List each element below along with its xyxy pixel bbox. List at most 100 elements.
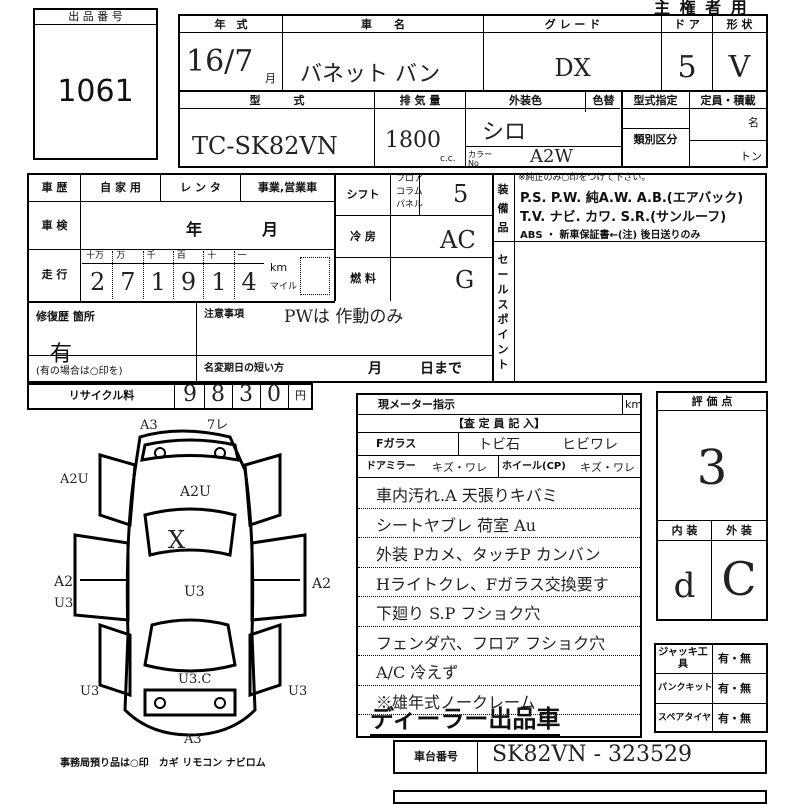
year-label: 年 式 (214, 18, 248, 31)
inspector-note: フェンダ穴、フロア フショク穴 (376, 633, 606, 653)
mileage-digit: 4 (241, 268, 257, 296)
capacity-ton-unit: トン (740, 150, 762, 163)
mile-box (300, 257, 330, 295)
form-label: 形 状 (726, 18, 753, 31)
mark-front-a3: A3 (140, 418, 158, 433)
inspection-label: 車 検 (41, 219, 68, 232)
color-label: 外装色 (509, 94, 542, 107)
mileage-digit: 7 (120, 268, 136, 296)
repair-label: 修復歴 箇所 (36, 310, 95, 323)
mark-left-a2u: A2U (60, 472, 89, 487)
interior-grade: d (673, 566, 696, 606)
lot-number-value: 1061 (57, 74, 134, 109)
mark-left-a2: A2 (54, 574, 74, 590)
shift-floor: フロア (396, 174, 424, 184)
inspector-note: A/C 冷えず (376, 663, 459, 682)
model-label: 型 式 (249, 94, 305, 107)
mark-rear-a3: A3 (184, 732, 202, 747)
bottom-box (393, 790, 767, 804)
lot-number-box (33, 8, 158, 160)
history-label: 車 歴 (41, 181, 68, 194)
door-label: ド ア (674, 18, 700, 31)
recycle-digit: 8 (211, 382, 225, 407)
mileage-digit: 2 (90, 268, 106, 296)
header-right-title: 主 権 者 用 (654, 0, 749, 17)
jack-label: ジャッキ工具 (658, 647, 708, 670)
recycle-unit: 円 (295, 389, 306, 402)
mirror-value: キズ・ワレ (432, 461, 487, 474)
status-box (27, 173, 767, 383)
shift-column: コラム (396, 187, 423, 197)
recycle-digit: 0 (267, 382, 281, 407)
color-no-label: カラー No (468, 150, 492, 168)
grade-label: グ レ ー ド (544, 18, 601, 31)
vehicle-name-value: バネット バン (300, 62, 441, 87)
form-value: V (728, 50, 751, 85)
chassis-box (393, 740, 767, 774)
grade-value: DX (554, 54, 591, 82)
puncture-opt: 有・無 (718, 682, 751, 695)
capacity-person-unit: 名 (748, 116, 759, 129)
wheel-value: キズ・ワレ (580, 461, 635, 474)
mile-label: マイル (270, 282, 298, 292)
shift-label: シフト (346, 188, 380, 201)
km-label: km (270, 261, 288, 274)
mark-rear-u3c: U3.C (178, 672, 212, 687)
year-unit: 月 (265, 72, 276, 85)
name-change-day: 日まで (420, 361, 462, 377)
equip-line-3: ABS ・ 新車保証書←(注) 後日送りのみ (520, 230, 701, 241)
chassis-value: SK82VN - 323529 (492, 742, 693, 767)
mileage-digit-label: 一 (237, 251, 247, 261)
shift-panel: パネル (396, 200, 424, 210)
sales-point-label: セールスポイント (497, 253, 509, 371)
displacement-value: 1800 (385, 128, 441, 153)
doors-value: 5 (677, 50, 697, 85)
rating-label: 評 価 点 (691, 395, 733, 408)
mirror-label: ドアミラー (366, 461, 416, 472)
mileage-digit: 1 (150, 268, 166, 296)
recolor-label: 色替 (592, 94, 615, 107)
recycle-label: リサイクル料 (68, 389, 135, 402)
mark-left-u3: U3 (54, 596, 74, 611)
inspector-note: シートヤブレ 荷室 Au (376, 515, 537, 535)
mileage-digit-label: 千 (146, 251, 156, 261)
dealer-stamp: ディーラー出品車 (370, 704, 561, 737)
mark-rear-left-u3: U3 (80, 684, 100, 699)
repair-value: 有 (50, 342, 73, 367)
mark-hood-a2u: A2U (180, 484, 211, 500)
puncture-label: パンクキット (658, 683, 713, 693)
spare-label: スペアタイヤ (658, 713, 712, 723)
cc-unit: c.c. (440, 154, 456, 164)
exterior-label: 外 装 (726, 524, 752, 537)
inspector-note: Hライトクレ、Fガラス交換要す (376, 574, 609, 594)
recycle-digit: 9 (183, 382, 197, 407)
meter-label: 現メーター指示 (378, 398, 455, 411)
meter-km: km (625, 398, 643, 411)
caution-value: PWは 作動のみ (284, 307, 404, 327)
inspector-note: 下廻り S.P フショク穴 (376, 604, 541, 623)
inspection-month-label: 月 (262, 220, 279, 239)
inspector-note: ※雄年式ノークレーム (376, 692, 536, 712)
name-change-label: 名変期日の短い方 (204, 363, 284, 374)
displacement-label: 排 気 量 (399, 94, 441, 107)
mark-rear-right-u3: U3 (288, 684, 308, 699)
equip-line-2: T.V. ナビ. カワ. S.R.(サンルーフ) (520, 210, 727, 225)
fuel-value: G (455, 266, 475, 294)
car-damage-diagram (73, 429, 307, 737)
name-label: 車 名 (361, 18, 405, 31)
exterior-grade: C (721, 552, 757, 606)
inspection-year-label: 年 (186, 220, 203, 239)
recycle-digit: 3 (239, 382, 253, 407)
fuel-label: 燃 料 (350, 272, 376, 285)
shift-value: 5 (453, 180, 469, 208)
history-rental: レ ン タ (180, 181, 221, 194)
mileage-digit-label: 万 (116, 251, 126, 261)
mileage-digit: 1 (211, 268, 227, 296)
model-value: TC-SK82VN (192, 132, 338, 160)
mark-roof-u3: U3 (184, 584, 205, 600)
mark-right-a2: A2 (312, 576, 332, 592)
wheel-label: ホイール(CP) (502, 461, 566, 472)
recycle-box (27, 383, 313, 410)
chassis-label: 車台番号 (414, 750, 458, 763)
caution-label: 注意事項 (204, 309, 244, 320)
